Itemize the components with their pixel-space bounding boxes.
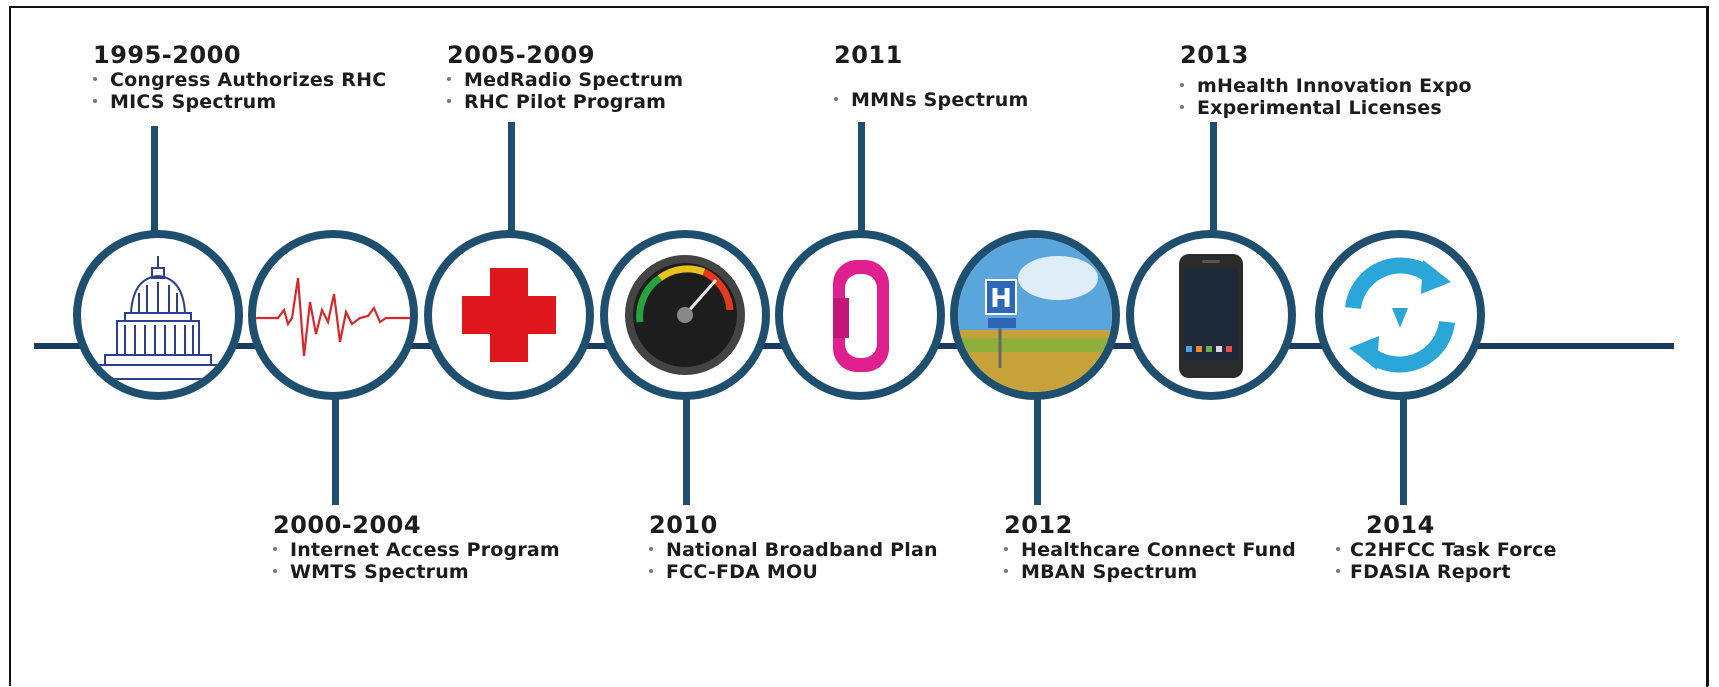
milestone-item: MedRadio Spectrum [447, 69, 683, 91]
milestone-label-2013: 2013 mHealth Innovation Expo Experimenta… [1180, 41, 1472, 119]
heartbeat-icon [256, 277, 410, 357]
stem-2005-2009 [508, 122, 515, 238]
milestone-node-2000-2004 [248, 230, 418, 400]
capitol-icon [96, 256, 220, 380]
smartphone-icon [1179, 254, 1243, 378]
milestone-node-2013 [1126, 230, 1296, 400]
milestone-label-1995-2000: 1995-2000 Congress Authorizes RHC MICS S… [93, 41, 386, 113]
milestone-item: Experimental Licenses [1180, 97, 1472, 119]
milestone-item: C2HFCC Task Force [1336, 539, 1557, 561]
milestone-item: Internet Access Program [273, 539, 560, 561]
stem-2010 [683, 385, 690, 505]
milestone-year: 2011 [834, 41, 903, 69]
milestone-item: WMTS Spectrum [273, 561, 560, 583]
milestone-year: 1995-2000 [93, 41, 242, 69]
milestone-node-2014 [1315, 230, 1485, 400]
milestone-year: 2005-2009 [447, 41, 596, 69]
milestone-item: MMNs Spectrum [834, 89, 1028, 111]
milestone-item: MICS Spectrum [93, 91, 386, 113]
milestone-item: FCC-FDA MOU [649, 561, 938, 583]
milestone-label-2012: 2012 Healthcare Connect Fund MBAN Spectr… [1004, 511, 1296, 583]
milestone-item: mHealth Innovation Expo [1180, 75, 1472, 97]
figure-frame-right-edge [1706, 6, 1708, 687]
rural-hospital-icon: H [958, 238, 1112, 392]
milestone-node-1995-2000 [73, 230, 243, 400]
milestone-label-2005-2009: 2005-2009 MedRadio Spectrum RHC Pilot Pr… [447, 41, 683, 113]
red-cross-icon [462, 268, 556, 362]
milestone-label-2011: 2011 MMNs Spectrum [834, 41, 1028, 111]
stem-2000-2004 [332, 385, 339, 505]
milestone-item: FDASIA Report [1336, 561, 1557, 583]
milestone-label-2014: 2014 C2HFCC Task Force FDASIA Report [1336, 511, 1557, 583]
milestone-item: Healthcare Connect Fund [1004, 539, 1296, 561]
milestone-node-2012: H [950, 230, 1120, 400]
milestone-node-2005-2009 [424, 230, 594, 400]
refresh-cycle-icon [1345, 257, 1455, 373]
stem-1995-2000 [151, 126, 158, 238]
speedometer-icon [625, 255, 745, 375]
svg-text:H: H [990, 284, 1012, 314]
milestone-item: National Broadband Plan [649, 539, 938, 561]
fitness-band-icon [833, 260, 889, 372]
stem-2013 [1210, 122, 1217, 238]
milestone-year: 2014 [1366, 511, 1435, 539]
milestone-item: RHC Pilot Program [447, 91, 683, 113]
milestone-label-2000-2004: 2000-2004 Internet Access Program WMTS S… [273, 511, 560, 583]
milestone-year: 2012 [1004, 511, 1073, 539]
milestone-year: 2013 [1180, 41, 1249, 69]
figure-frame [9, 6, 1709, 686]
milestone-label-2010: 2010 National Broadband Plan FCC-FDA MOU [649, 511, 938, 583]
milestone-year: 2000-2004 [273, 511, 422, 539]
stem-2012 [1034, 385, 1041, 505]
milestone-year: 2010 [649, 511, 718, 539]
stem-2011 [858, 122, 865, 238]
milestone-item: Congress Authorizes RHC [93, 69, 386, 91]
milestone-node-2011 [775, 230, 945, 400]
milestone-node-2010 [600, 230, 770, 400]
stem-2014 [1400, 385, 1407, 505]
milestone-item: MBAN Spectrum [1004, 561, 1296, 583]
